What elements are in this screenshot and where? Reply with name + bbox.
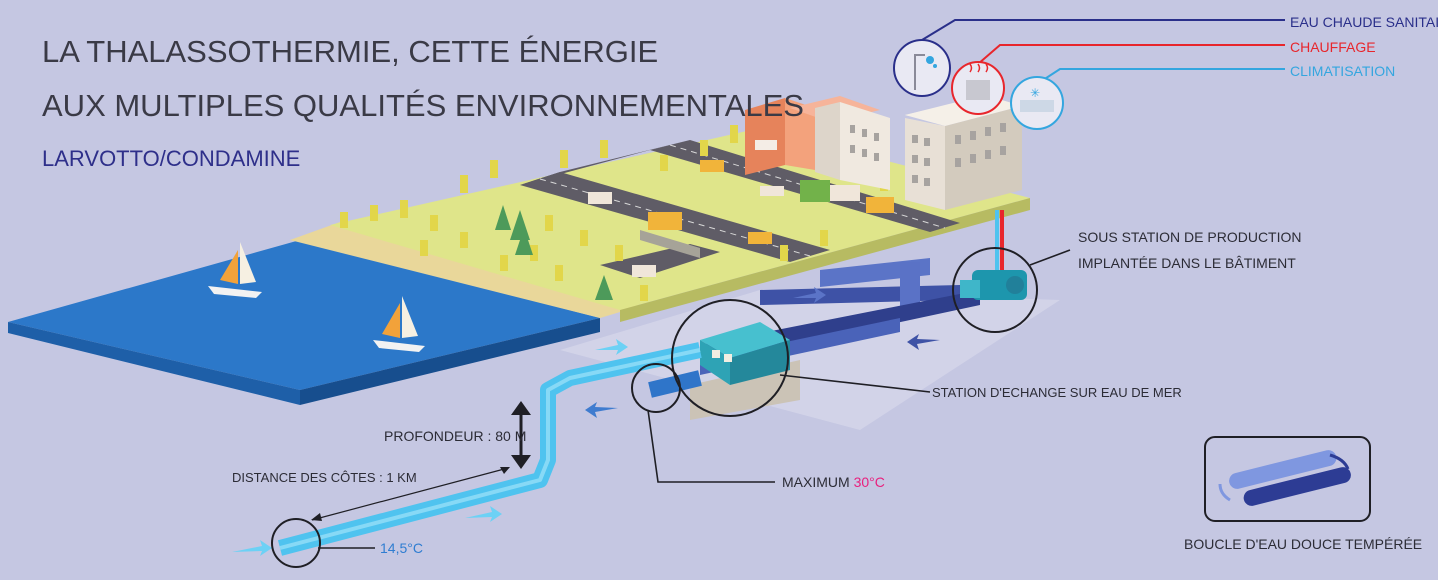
heat-pump-icon bbox=[960, 270, 1027, 300]
page-subtitle: LARVOTTO/CONDAMINE bbox=[42, 146, 301, 171]
label-profondeur: PROFONDEUR : 80 M bbox=[384, 428, 527, 444]
label-temp-sea: 14,5°C bbox=[380, 540, 423, 556]
label-station-echange: STATION D'ECHANGE SUR EAU DE MER bbox=[932, 385, 1182, 400]
trees bbox=[340, 125, 938, 301]
distance-arrow bbox=[311, 467, 510, 521]
vehicles bbox=[588, 160, 894, 277]
page-title-line-1: LA THALASSOTHERMIE, CETTE ÉNERGIE bbox=[42, 34, 659, 69]
beach bbox=[290, 222, 640, 318]
page-title-line-2: AUX MULTIPLES QUALITÉS ENVIRONNEMENTALES bbox=[42, 88, 804, 123]
leader-lines bbox=[318, 249, 1071, 549]
label-distance-cotes: DISTANCE DES CÔTES : 1 KM bbox=[232, 470, 417, 485]
legend-chauffage: CHAUFFAGE bbox=[1290, 39, 1376, 55]
depth-arrow bbox=[511, 401, 531, 469]
label-maximum: MAXIMUM 30°C bbox=[782, 474, 885, 490]
shower-icon bbox=[893, 39, 951, 97]
label-boucle-eau-douce: BOUCLE D'EAU DOUCE TEMPÉRÉE bbox=[1184, 536, 1423, 552]
label-sous-station-line-2: IMPLANTÉE DANS LE BÂTIMENT bbox=[1078, 255, 1296, 271]
sailboat-icon bbox=[208, 242, 425, 352]
label-maximum-prefix: MAXIMUM bbox=[782, 474, 850, 490]
label-maximum-value: 30°C bbox=[853, 474, 885, 490]
svg-text:✳: ✳ bbox=[1030, 86, 1040, 100]
legend-climatisation: CLIMATISATION bbox=[1290, 63, 1396, 79]
exchange-station bbox=[690, 322, 800, 420]
sea bbox=[8, 240, 600, 405]
freshwater-loop-box bbox=[1204, 436, 1371, 522]
label-sous-station-line-1: SOUS STATION DE PRODUCTION bbox=[1078, 229, 1302, 245]
ground-shadow bbox=[560, 290, 1060, 430]
flow-arrows bbox=[232, 287, 940, 556]
air-conditioner-icon: ✳ bbox=[1010, 76, 1064, 130]
callout-circles bbox=[271, 247, 1038, 568]
legend-eau-chaude-sanitaire: EAU CHAUDE SANITAIRE bbox=[1290, 14, 1438, 30]
seawater-pipe bbox=[277, 342, 702, 556]
radiator-icon bbox=[951, 61, 1005, 115]
